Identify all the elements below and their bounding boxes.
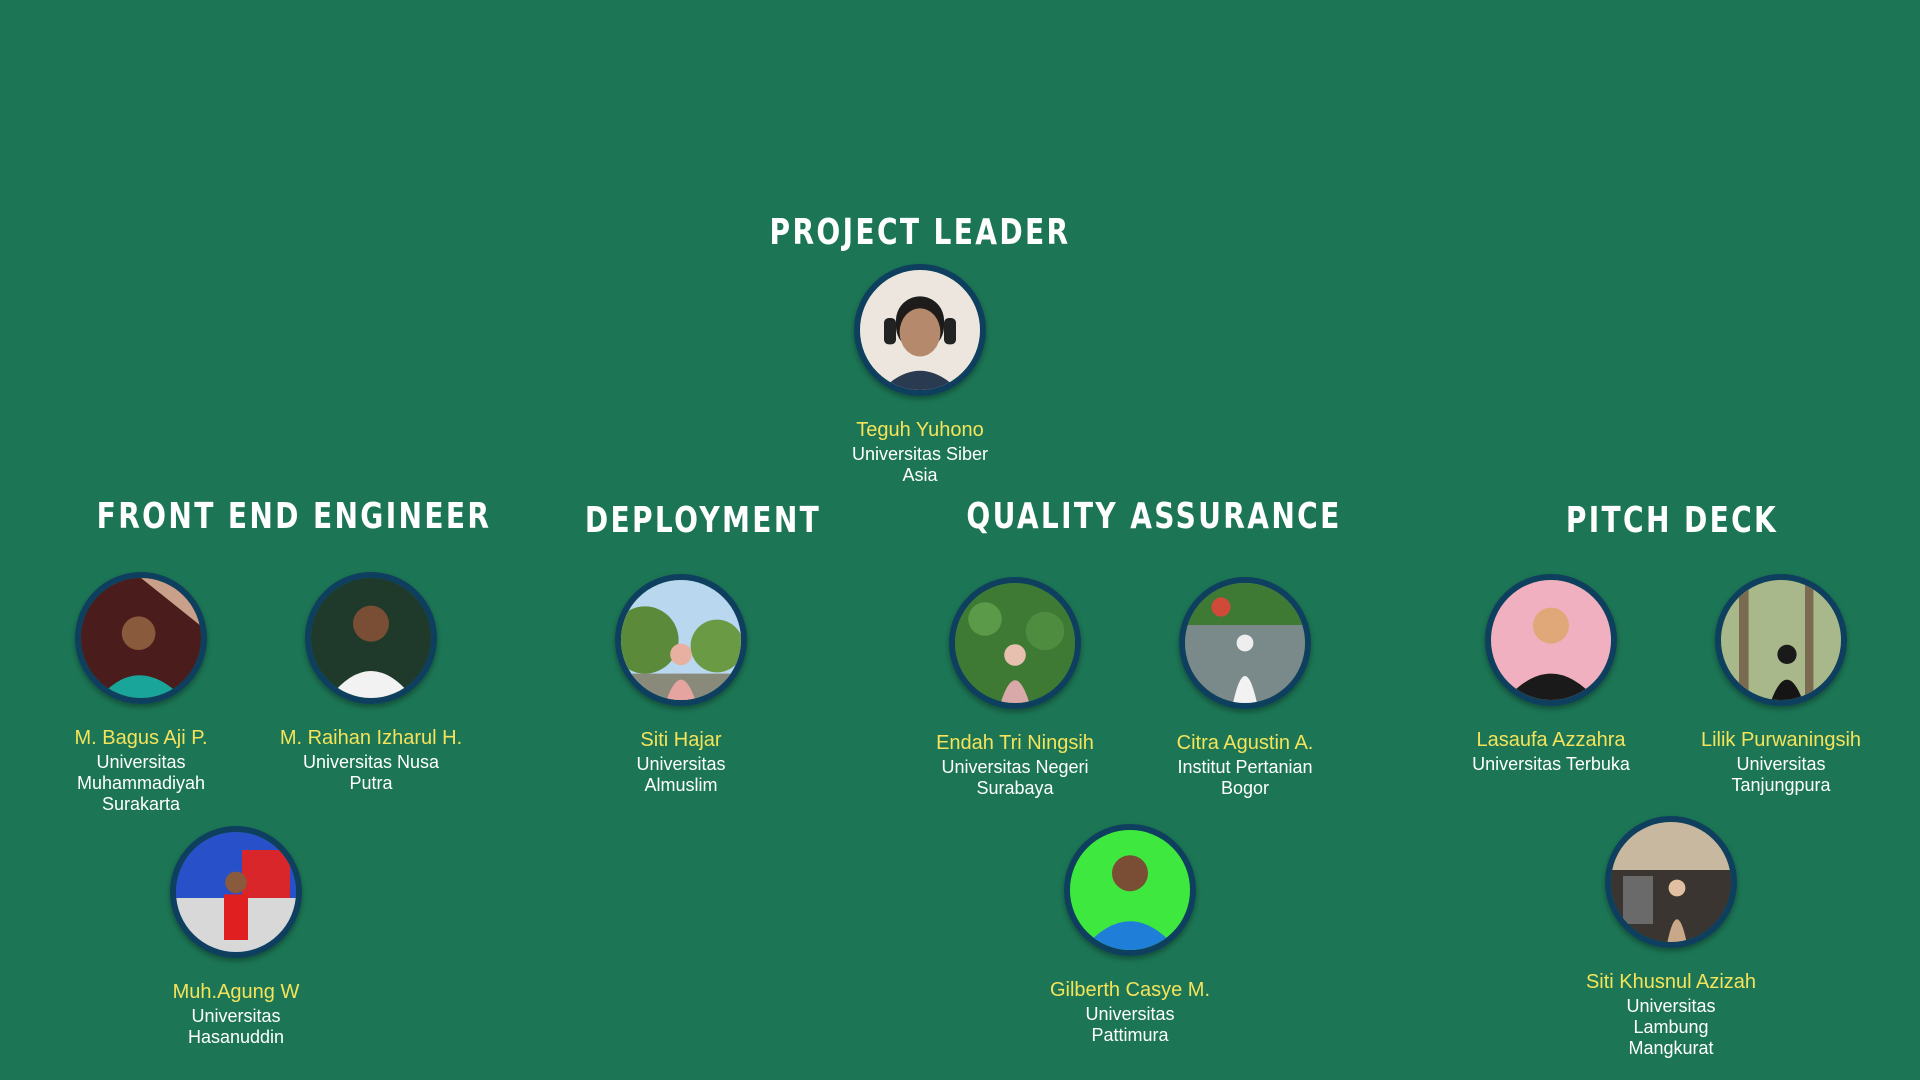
heading-pitch-deck: PITCH DECK (1565, 500, 1779, 541)
member-card: Gilberth Casye M. Universitas Pattimura (1010, 824, 1250, 1046)
avatar (75, 572, 207, 704)
avatar (1605, 816, 1737, 948)
avatar (1715, 574, 1847, 706)
member-name: M. Raihan Izharul H. (279, 727, 463, 749)
member-card: Siti Hajar Universitas Almuslim (561, 574, 801, 796)
member-university: Universitas Hasanuddin (187, 1006, 285, 1047)
avatar (1485, 574, 1617, 706)
avatar (615, 574, 747, 706)
member-university: Universitas Nusa Putra (302, 752, 440, 793)
member-name: M. Bagus Aji P. (74, 727, 208, 749)
member-card: Teguh Yuhono Universitas Siber Asia (800, 264, 1040, 486)
avatar (170, 826, 302, 958)
member-card: M. Bagus Aji P. Universitas Muhammadiyah… (21, 572, 261, 815)
avatar (854, 264, 986, 396)
member-name: Lasaufa Azzahra (1476, 729, 1626, 751)
member-name: Endah Tri Ningsih (936, 732, 1094, 754)
member-card: Muh.Agung W Universitas Hasanuddin (116, 826, 356, 1048)
heading-project-leader: PROJECT LEADER (769, 212, 1071, 253)
member-name: Lilik Purwaningsih (1700, 729, 1862, 751)
member-university: Universitas Tanjungpura (1731, 754, 1831, 795)
member-name: Gilberth Casye M. (1049, 979, 1211, 1001)
avatar (305, 572, 437, 704)
heading-deployment: DEPLOYMENT (584, 500, 822, 541)
heading-quality-assurance: QUALITY ASSURANCE (966, 496, 1342, 537)
heading-front-end-engineer: FRONT END ENGINEER (96, 496, 492, 537)
member-university: Universitas Lambung Mangkurat (1626, 996, 1716, 1058)
member-card: Endah Tri Ningsih Universitas Negeri Sur… (895, 577, 1135, 799)
member-name: Siti Hajar (640, 729, 722, 751)
member-university: Institut Pertanian Bogor (1177, 757, 1313, 798)
member-card: Siti Khusnul Azizah Universitas Lambung … (1551, 816, 1791, 1059)
member-name: Teguh Yuhono (856, 419, 984, 441)
avatar (949, 577, 1081, 709)
member-university: Universitas Siber Asia (851, 444, 989, 485)
member-university: Universitas Negeri Surabaya (941, 757, 1089, 798)
member-card: M. Raihan Izharul H. Universitas Nusa Pu… (251, 572, 491, 794)
avatar (1179, 577, 1311, 709)
member-card: Lasaufa Azzahra Universitas Terbuka (1431, 574, 1671, 775)
member-university: Universitas Terbuka (1472, 754, 1630, 774)
member-card: Citra Agustin A. Institut Pertanian Bogo… (1125, 577, 1365, 799)
member-university: Universitas Pattimura (1085, 1004, 1175, 1045)
member-name: Muh.Agung W (172, 981, 300, 1003)
member-card: Lilik Purwaningsih Universitas Tanjungpu… (1661, 574, 1901, 796)
avatar (1064, 824, 1196, 956)
member-university: Universitas Muhammadiyah Surakarta (76, 752, 206, 814)
member-name: Citra Agustin A. (1176, 732, 1314, 754)
member-university: Universitas Almuslim (636, 754, 726, 795)
member-name: Siti Khusnul Azizah (1585, 971, 1757, 993)
